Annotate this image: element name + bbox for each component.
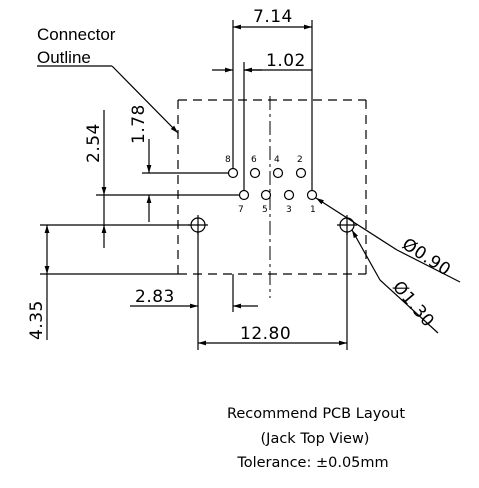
signal-pins [227,167,318,201]
pin-number-3: 3 [286,205,292,215]
connector-leader [37,65,179,134]
dim-2-54-text: 2.54 [84,123,104,163]
dim-1-78-text: 1.78 [129,104,149,144]
note-line2: (Jack Top View) [261,431,370,447]
pin-number-8: 8 [225,155,231,165]
note-line1: Recommend PCB Layout [227,406,405,422]
pin-hole-2 [295,167,307,179]
mounting-holes [188,215,357,235]
dim-1-02-text: 1.02 [266,51,306,71]
pin-hole-1 [306,189,318,201]
dim-7-14-text: 7.14 [253,7,293,27]
note-line3: Tolerance: ±0.05mm [236,455,388,471]
pin-hole-5 [260,189,272,201]
dim-4-35-text: 4.35 [27,300,47,340]
connector-label-line2: Outline [37,48,91,67]
pin-number-5: 5 [262,205,268,215]
dim-2-83-text: 2.83 [135,287,175,307]
pin-hole-6 [249,167,261,179]
connector-label-line1: Connector [37,25,116,44]
dim-2-83: 2.83 [130,232,258,350]
connector-outline [177,99,367,275]
pin-number-2: 2 [297,155,303,165]
dim-2-54: 2.54 [84,110,239,248]
pin-number-7: 7 [238,205,244,215]
dim-1-02: 1.02 [212,51,312,190]
dim-7-14: 7.14 [232,7,313,190]
pin-hole-7 [238,189,250,201]
dim-12-80: 12.80 [198,232,348,350]
dim-1-78: 1.78 [129,104,228,222]
dia-0-90-text: Ø0.90 [398,234,454,280]
pin-number-6: 6 [251,155,257,165]
pin-number-4: 4 [274,155,280,165]
pin-number-1: 1 [310,205,316,215]
dim-4-35: 4.35 [27,224,190,340]
pin-hole-4 [272,167,284,179]
dim-12-80-text: 12.80 [240,324,291,344]
pin-hole-3 [283,189,295,201]
pin-hole-8 [227,167,239,179]
dia-1-30-text: Ø1.30 [388,277,438,331]
dia-0-90-leader: Ø0.90 [315,197,461,283]
